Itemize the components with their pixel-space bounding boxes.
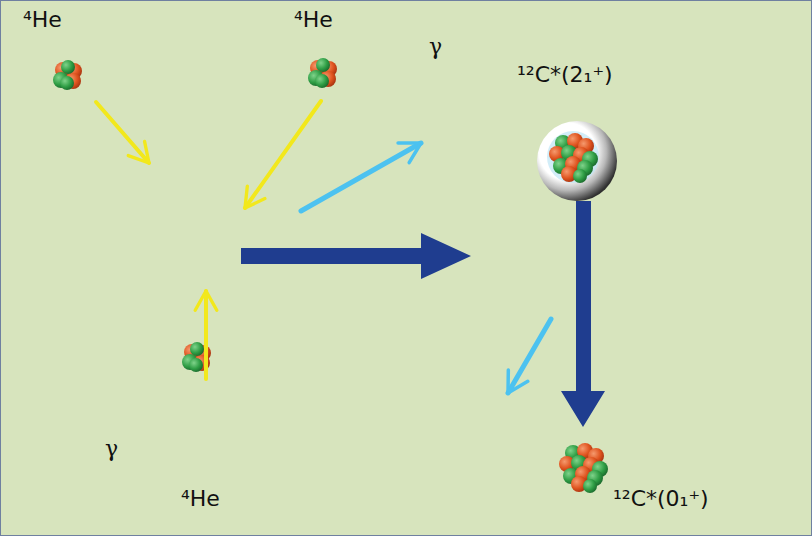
gamma-label: γ — [429, 35, 442, 59]
nucleus-label: ⁴He — [181, 487, 220, 511]
nucleus-label: ⁴He — [23, 8, 62, 32]
nucleus-label: ⁴He — [294, 8, 333, 32]
gamma-label: γ — [105, 437, 118, 461]
nucleus-state-label: ¹²C*(2₁⁺) — [517, 63, 613, 87]
nucleus-state-label: ¹²C*(0₁⁺) — [613, 487, 709, 511]
